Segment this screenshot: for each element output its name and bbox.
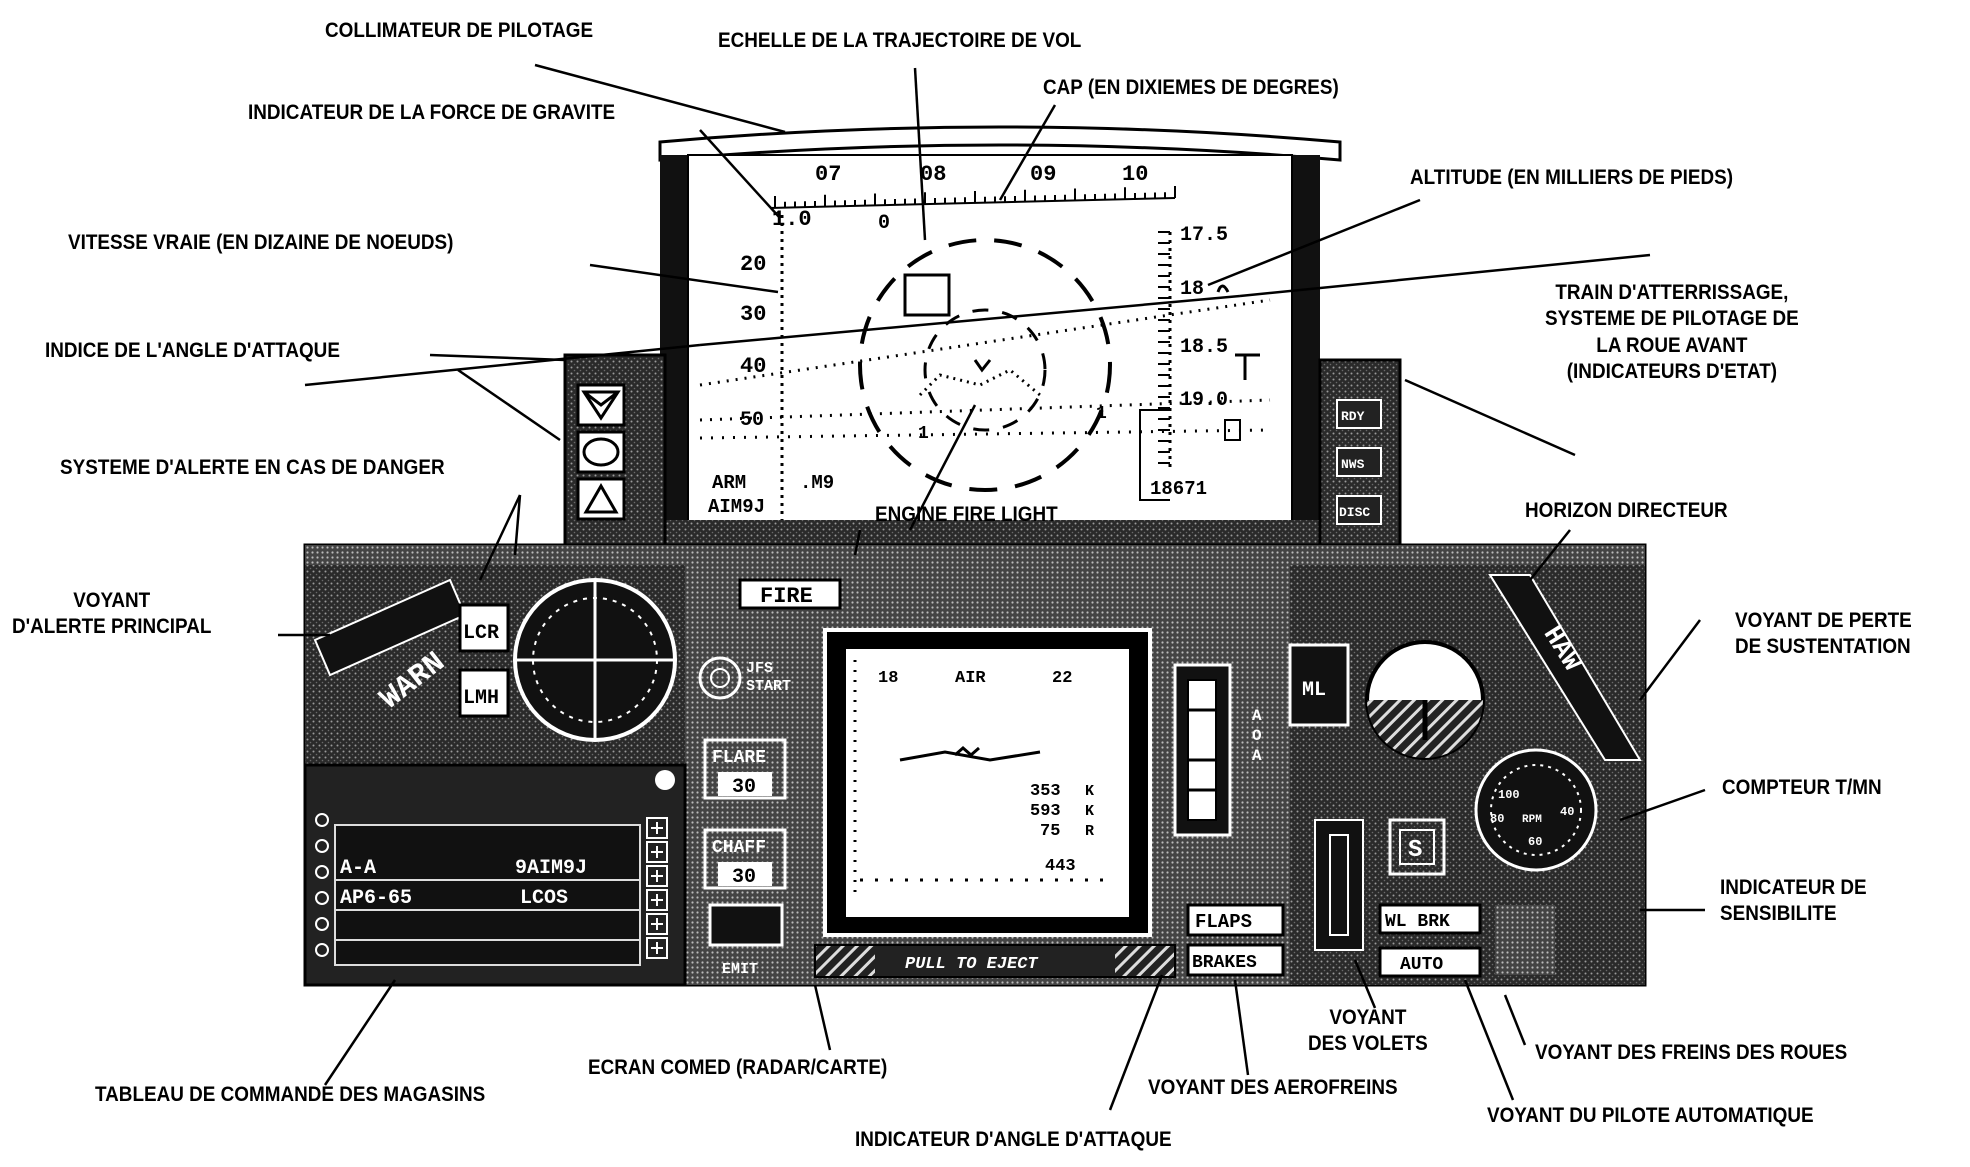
label-volets-2: DES VOLETS xyxy=(1308,1032,1428,1056)
label-indicateur-aoa: INDICATEUR D'ANGLE D'ATTAQUE xyxy=(855,1128,1172,1151)
label-train-1: TRAIN D'ATTERRISSAGE, xyxy=(1555,281,1789,304)
label-train: TRAIN D'ATTERRISSAGE, SYSTEME DE PILOTAG… xyxy=(1545,280,1799,385)
label-aerofreins: VOYANT DES AEROFREINS xyxy=(1148,1076,1398,1099)
label-altitude: ALTITUDE (EN MILLIERS DE PIEDS) xyxy=(1410,166,1734,189)
label-horizon: HORIZON DIRECTEUR xyxy=(1525,499,1728,522)
plus-icon xyxy=(651,918,663,930)
stores-station-knob xyxy=(315,891,329,905)
hud-right-panel xyxy=(1318,358,1402,562)
label-perte-2: DE SUSTENTATION xyxy=(1735,635,1911,659)
hud-symbology xyxy=(699,186,1271,520)
stores-select-button[interactable] xyxy=(646,865,668,887)
stores-select-button[interactable] xyxy=(646,913,668,935)
label-train-4: (INDICATEURS D'ETAT) xyxy=(1566,359,1778,383)
label-sensibilite-2: SENSIBILITE xyxy=(1720,902,1837,926)
label-sensibilite: INDICATEUR DE SENSIBILITE xyxy=(1720,875,1867,928)
leader-lines xyxy=(278,63,1706,1111)
plus-icon xyxy=(651,894,663,906)
label-engine-fire: ENGINE FIRE LIGHT xyxy=(875,503,1058,526)
stores-station-knob xyxy=(315,865,329,879)
label-voyant-alerte-2: D'ALERTE PRINCIPAL xyxy=(12,615,212,639)
label-freins-roues: VOYANT DES FREINS DES ROUES xyxy=(1535,1041,1848,1064)
stores-station-knob xyxy=(315,917,329,931)
stores-station-knob xyxy=(315,839,329,853)
hud-frame xyxy=(658,125,1342,576)
label-voyant-alerte-1: VOYANT xyxy=(73,589,151,612)
label-vitesse: VITESSE VRAIE (EN DIZAINE DE NOEUDS) xyxy=(68,231,454,254)
label-voyant-alerte: VOYANT D'ALERTE PRINCIPAL xyxy=(12,588,211,641)
label-sensibilite-1: INDICATEUR DE xyxy=(1720,876,1867,899)
main-panel xyxy=(303,543,1647,987)
label-collimateur: COLLIMATEUR DE PILOTAGE xyxy=(325,19,594,42)
label-magasins: TABLEAU DE COMMANDE DES MAGASINS xyxy=(95,1083,486,1106)
label-danger: SYSTEME D'ALERTE EN CAS DE DANGER xyxy=(60,456,445,479)
label-train-2: SYSTEME DE PILOTAGE DE xyxy=(1545,307,1799,331)
label-cap: CAP (EN DIXIEMES DE DEGRES) xyxy=(1043,76,1339,99)
plus-icon xyxy=(651,870,663,882)
stores-select-button[interactable] xyxy=(646,889,668,911)
label-pilote-auto: VOYANT DU PILOTE AUTOMATIQUE xyxy=(1487,1104,1814,1127)
label-volets-1: VOYANT xyxy=(1329,1006,1407,1029)
stores-station-knob xyxy=(315,943,329,957)
plus-icon xyxy=(651,846,663,858)
label-indice-aoa: INDICE DE L'ANGLE D'ATTAQUE xyxy=(45,339,340,362)
stores-select-button[interactable] xyxy=(646,817,668,839)
plus-icon xyxy=(651,942,663,954)
label-perte: VOYANT DE PERTE DE SUSTENTATION xyxy=(1735,608,1912,661)
stores-select-button[interactable] xyxy=(646,841,668,863)
label-echelle: ECHELLE DE LA TRAJECTOIRE DE VOL xyxy=(718,29,1082,52)
hud-left-panel xyxy=(563,353,667,562)
label-compteur: COMPTEUR T/MN xyxy=(1722,776,1882,799)
label-gravite: INDICATEUR DE LA FORCE DE GRAVITE xyxy=(248,101,616,124)
plus-icon xyxy=(651,822,663,834)
label-perte-1: VOYANT DE PERTE xyxy=(1735,609,1912,632)
label-train-3: LA ROUE AVANT xyxy=(1596,333,1748,357)
label-comed: ECRAN COMED (RADAR/CARTE) xyxy=(588,1056,888,1079)
label-volets: VOYANT DES VOLETS xyxy=(1308,1005,1428,1058)
stores-select-button[interactable] xyxy=(646,937,668,959)
stores-station-knob xyxy=(315,813,329,827)
